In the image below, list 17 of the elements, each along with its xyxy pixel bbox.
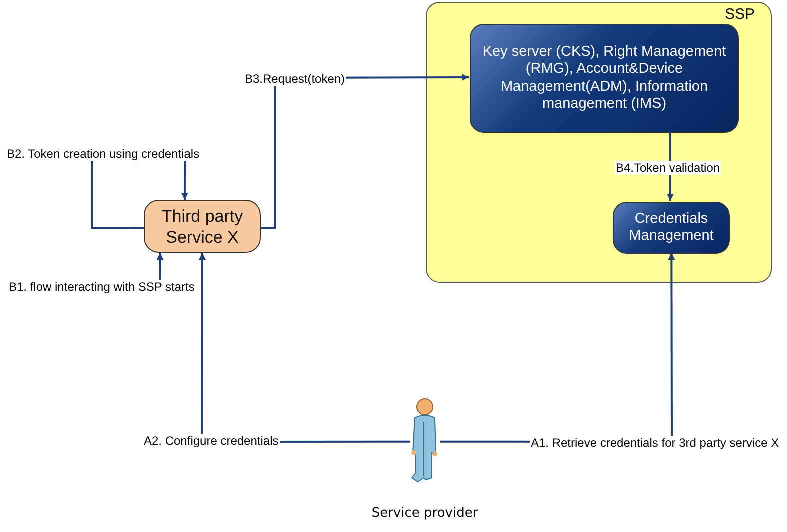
person-figure: [410, 398, 440, 484]
edge-label: A1. Retrieve credentials for 3rd party service X: [530, 436, 780, 450]
group-panel: [426, 2, 772, 283]
edge-label: B1. flow interacting with SSP starts: [8, 280, 196, 294]
arrow: [156, 252, 164, 282]
process-box: [144, 200, 261, 253]
edge-label: B4.Token validation: [615, 161, 722, 175]
edge-label: A2. Configure credentials: [143, 434, 280, 448]
process-box: [613, 202, 730, 254]
edge-label: B3.Request(token): [244, 72, 346, 86]
group-title: SSP: [724, 6, 755, 23]
box-label: Third party Service X: [160, 206, 244, 248]
box-label: Credentials Management: [628, 210, 715, 246]
edge-label: B2. Token creation using credentials: [6, 147, 201, 161]
box-label: Key server (CKS), Right Management (RMG), Account&Device Management(ADM), Information management (IMS): [482, 44, 728, 114]
process-box: [470, 24, 739, 133]
node-caption: Service provider: [370, 506, 480, 521]
